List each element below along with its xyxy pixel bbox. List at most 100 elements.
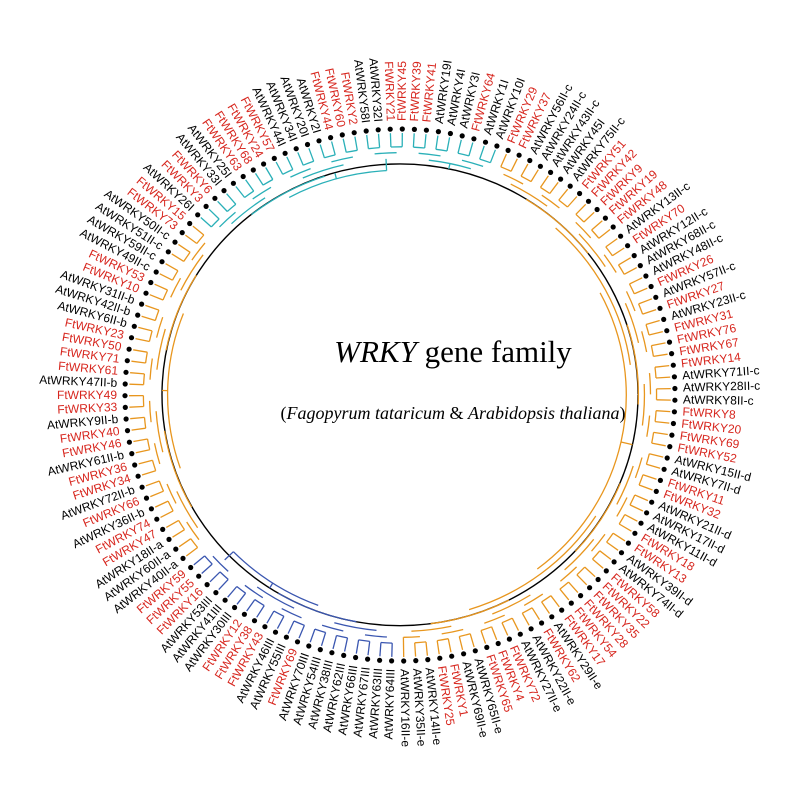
leaf-dot [447,130,453,137]
tree-arc [645,453,650,465]
subtitle-close: ) [620,403,626,424]
leaf-dot [377,657,383,663]
tree-arc [364,634,387,638]
tree-arc [256,586,295,609]
leaf-dot [666,339,673,345]
leaf-dot [558,176,564,182]
tree-branch [145,480,160,487]
leaf-dot [449,653,455,659]
tree-arc [628,283,635,295]
tree-arc [648,373,652,395]
tree-branch [129,405,144,408]
leaf-dot [669,351,675,357]
tree-branch [549,181,559,194]
tree-arc [654,410,657,422]
tree-arc [645,324,650,336]
tree-arc [155,411,164,453]
leaf-label: FtWRKY33 [57,400,118,417]
tree-branch [559,588,570,601]
tree-branch [269,582,274,589]
leaf-label: FtWRKY39 [407,61,424,122]
tree-arc [468,515,597,611]
center-subtitle: (Fagopyrum tataricum & Arabidopsis thali… [280,403,625,424]
tree-branch [265,167,274,180]
leaf-dot [618,233,624,239]
tree-branches [129,132,671,658]
tree-branch [298,625,305,639]
leaf-label: FtWRKY8 [682,404,736,421]
leaf-dot [187,220,193,227]
leaf-dot [578,593,584,599]
tree-arc [314,628,326,634]
tree-branch [539,175,549,188]
tree-arc [521,607,533,614]
tree-branch [490,626,498,640]
leaf-dots [122,126,678,664]
tree-arc [288,169,387,198]
leaf-label: AtWRKY8II-c [683,392,754,407]
tree-arc [254,599,265,607]
leaf-dot [387,126,393,132]
tree-branch [135,449,150,454]
leaf-dot [139,484,145,490]
tree-arc [155,316,164,338]
tree-branch [133,349,148,353]
leaf-dot [179,230,185,236]
leaf-dot [459,133,465,139]
leaf-dot [506,636,512,642]
tree-arc [183,251,191,262]
leaf-dot [528,626,534,632]
tree-arc [334,622,377,632]
leaf-dot [671,409,678,415]
tree-branch [521,612,530,626]
tree-branch [634,287,648,295]
leaf-dot [653,294,659,300]
tree-branch [567,196,578,208]
tree-branch [414,642,417,657]
leaf-dot [517,631,523,637]
leaf-dot [602,215,609,221]
tree-branch [379,642,382,657]
leaf-dot [389,658,395,664]
leaf-dot [221,188,227,194]
tree-arc [178,520,186,531]
tree-branch [389,133,392,148]
tree-arc [171,270,179,281]
leaf-dot [484,644,490,651]
leaf-dot [664,328,670,334]
tree-arc [651,432,655,444]
tree-arc [459,633,471,638]
tree-branch [226,193,237,205]
tree-arc [151,460,157,471]
leaf-dot [670,420,677,427]
leaf-dot [123,369,129,375]
tree-arc [625,291,636,312]
tree-branch [309,628,316,643]
tree-arc [638,303,644,315]
leaf-label: AtWRKY47II-b [39,373,118,390]
tree-branch [256,605,265,618]
tree-branch [138,459,153,465]
tree-branch [246,599,256,612]
leaf-label: FtWRKY49 [57,388,117,402]
tree-arc [558,199,568,208]
tree-arc [492,594,531,615]
leaf-dot [568,600,574,606]
tree-branch [653,431,668,436]
tree-arc [346,149,358,153]
tree-arc [210,218,220,228]
leaf-label: FtWRKY61 [58,359,119,378]
tree-branch [541,601,551,614]
tree-branch [130,372,145,375]
tree-arc [186,521,200,541]
leaf-label: FtWRKY21 [382,61,398,122]
tree-arc [605,246,613,257]
leaf-dot [250,167,256,173]
subtitle-amp: & [445,403,468,423]
leaf-dot [154,516,160,522]
tree-arc [290,167,311,178]
tree-arc [302,160,314,166]
tree-branch [209,571,221,583]
tree-arc [555,227,631,365]
tree-arc [559,566,578,582]
